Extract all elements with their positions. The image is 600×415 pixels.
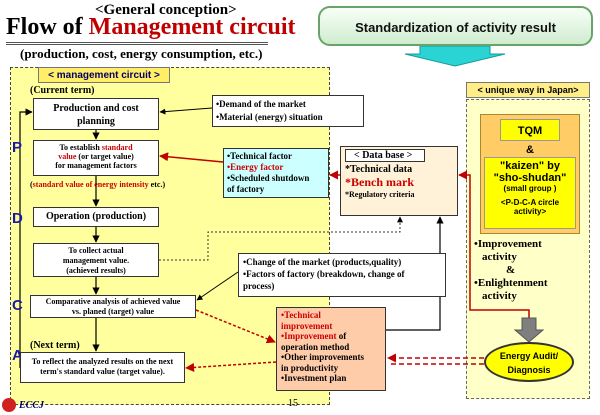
establish-standard-box: To establish standard value (or target v…: [33, 140, 159, 176]
banner-down-arrow: [404, 45, 506, 67]
std-energy-red: standard value of energy intensity: [32, 180, 149, 189]
title-underline: [6, 42, 268, 45]
reflect-line-1: To reflect the analyzed results on the n…: [31, 357, 174, 366]
audit-up-arrow: [513, 317, 545, 343]
production-planning-box: Production and cost planning: [33, 98, 159, 130]
pdca-plan-letter: P: [12, 139, 23, 156]
standard-line-2: value (or target value): [34, 152, 158, 161]
current-term-label: (Current term): [30, 85, 95, 96]
impr-line-5: activity: [482, 290, 517, 302]
eccj-logo-icon: [2, 398, 16, 412]
change-line-1: •Change of the market (products,quality): [243, 257, 402, 267]
next-term-label: (Next term): [30, 340, 80, 351]
reflect-line-2: term's standard value (target value).: [40, 367, 165, 376]
improve-line-5: •Other improvements: [281, 352, 365, 362]
tech-line-1: •Technical factor: [227, 151, 293, 161]
title-accent: M: [88, 14, 112, 40]
standard-l1: To establish: [59, 143, 102, 152]
actual-line-1: To collect actual: [68, 246, 124, 255]
audit-line-1: Energy Audit/: [499, 351, 559, 361]
kaizen-line-2: "sho-shudan": [493, 172, 567, 184]
database-box: < Data base > *Technical data *Bench mar…: [340, 146, 458, 216]
eccj-logo-text: ECCJ: [19, 400, 45, 411]
kaizen-box: "kaizen" by "sho-shudan" (small group ) …: [484, 157, 576, 229]
audit-line-2: Diagnosis: [507, 365, 551, 375]
std-energy-post: etc.): [148, 180, 166, 189]
pdca-do-letter: D: [12, 210, 23, 227]
impr-line-1: •Improvement: [474, 238, 542, 250]
improvement-activity-list: •Improvement activity & •Enlightenment a…: [474, 238, 586, 303]
change-line-2: •Factors of factory (breakdown, change o…: [243, 269, 405, 279]
improve-l3: of: [336, 331, 347, 341]
unique-way-label: < unique way in Japan>: [466, 82, 590, 98]
tech-line-2: •Energy factor: [227, 162, 284, 172]
database-regulatory-criteria: *Regulatory criteria: [345, 190, 415, 199]
standard-l1-red: standard: [101, 143, 133, 152]
tqm-box: TQM: [500, 119, 560, 141]
tqm-ampersand: &: [526, 144, 534, 156]
tech-line-3: •Scheduled shutdown: [227, 173, 310, 183]
demand-line-2: •Material (energy) situation: [216, 112, 323, 122]
database-bench-mark: *Bench mark: [345, 175, 414, 189]
impr-line-2: activity: [482, 251, 517, 263]
standard-energy-intensity-note: (standard value of energy intensity etc.…: [30, 180, 220, 189]
market-demand-box: •Demand of the market •Material (energy)…: [212, 95, 364, 127]
standardization-banner: Standardization of activity result: [318, 6, 593, 46]
market-change-box: •Change of the market (products,quality)…: [238, 253, 446, 297]
operation-box: Operation (production): [33, 207, 159, 227]
database-technical-data: *Technical data: [345, 164, 413, 175]
impr-line-3: &: [506, 264, 516, 276]
actual-line-3: (achieved results): [66, 266, 126, 275]
compare-line-1: Comparative analysis of achieved value: [45, 297, 181, 306]
page-title: Flow of Management circuit: [6, 14, 296, 41]
title-rest: anagement circuit: [111, 14, 296, 40]
general-conception-label: <General conception>: [95, 2, 237, 18]
impr-line-4: •Enlightenment: [474, 277, 548, 289]
improve-line-7: •Investment plan: [281, 373, 347, 383]
standard-l2-red: value: [58, 152, 77, 161]
title-subtitle: (production, cost, energy consumption, e…: [20, 46, 263, 61]
kaizen-line-3: (small group ): [503, 184, 557, 193]
change-line-3: process): [243, 281, 275, 291]
page-number: 15: [288, 398, 298, 409]
improve-line-6: in productivity: [281, 362, 339, 373]
improve-l3-red: •Improvement: [281, 331, 337, 341]
demand-line-1: •Demand of the market: [216, 99, 306, 109]
tech-line-4: of factory: [227, 184, 265, 194]
standard-l2: (or target value): [76, 152, 134, 161]
improve-line-3: •Improvement of: [281, 331, 381, 342]
std-energy-pre: (: [30, 180, 33, 189]
kaizen-line-4: <P-D-C-A circle activity>: [500, 198, 560, 216]
standard-line-3: for management factors: [55, 161, 137, 170]
comparative-analysis-box: Comparative analysis of achieved value v…: [30, 295, 196, 318]
pdca-act-letter: A: [12, 347, 23, 364]
production-line-1: Production and cost: [53, 103, 139, 114]
improve-line-4: operation method: [281, 341, 350, 352]
improve-line-2: improvement: [281, 320, 333, 331]
improve-line-1: •Technical: [281, 310, 321, 320]
database-title: < Data base >: [345, 149, 425, 162]
improvement-box: •Technical improvement •Improvement of o…: [276, 307, 386, 391]
standard-line-1: To establish standard: [34, 143, 158, 152]
production-line-2: planning: [77, 116, 115, 127]
pdca-check-letter: C: [12, 297, 23, 314]
compare-line-2: vs. planed (target) value: [71, 307, 155, 316]
management-circuit-label: < management circuit >: [38, 67, 170, 83]
collect-actual-box: To collect actual management value. (ach…: [33, 243, 159, 277]
kaizen-line-1: "kaizen" by: [500, 160, 560, 172]
actual-line-2: management value.: [62, 256, 130, 265]
energy-audit-oval: Energy Audit/ Diagnosis: [484, 342, 574, 382]
reflect-results-box: To reflect the analyzed results on the n…: [20, 352, 185, 383]
title-prefix: Flow of: [6, 14, 89, 40]
technical-factor-box: •Technical factor •Energy factor •Schedu…: [223, 148, 329, 198]
